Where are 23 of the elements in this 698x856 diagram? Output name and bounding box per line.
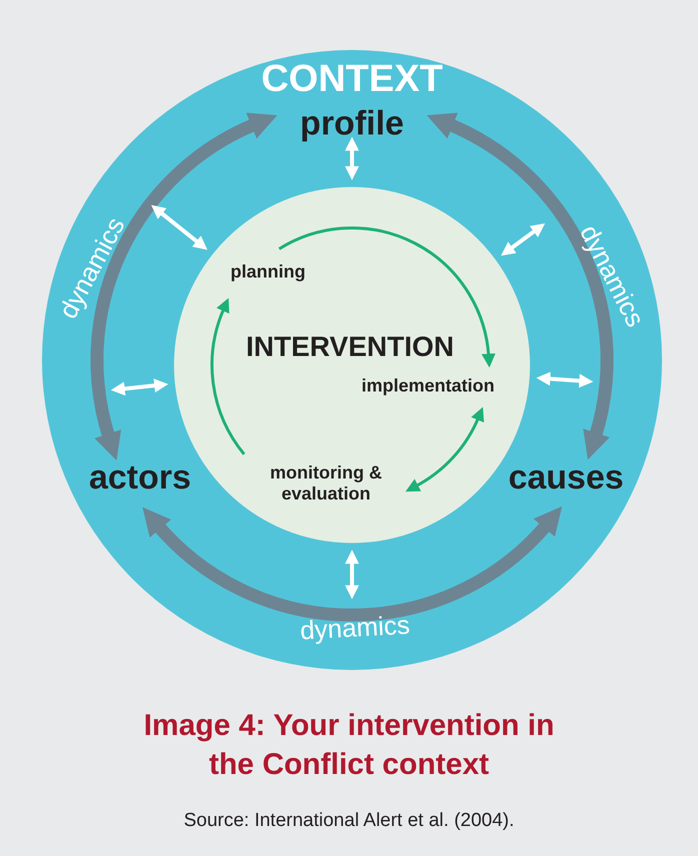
node-label: planning [230,262,306,282]
circle-title: INTERVENTION [246,330,454,364]
double-arrow [345,550,359,600]
double-arrow [110,378,168,396]
circle-title: CONTEXT [261,58,443,102]
cycle-arrow [210,298,246,456]
double-arrow [151,205,208,250]
node-label: causes [508,458,624,498]
node-label: monitoring & evaluation [256,462,396,504]
double-arrow [345,136,359,180]
node-label: actors [88,458,192,498]
double-arrow [536,372,594,388]
double-arrow [500,223,546,256]
edge-label: dynamics [299,610,411,646]
cycle-arrow [278,226,496,368]
curved-double-arrow [90,113,277,461]
caption: Image 4: Your intervention in the Conflict context [142,708,556,783]
node-label: profile [300,104,404,144]
source-note: Source: International Alert et al. (2004). [182,810,516,832]
cycle-arrow [406,407,484,492]
curved-double-arrow [427,113,614,460]
curved-double-arrow [141,507,564,622]
node-label: implementation [362,376,494,396]
